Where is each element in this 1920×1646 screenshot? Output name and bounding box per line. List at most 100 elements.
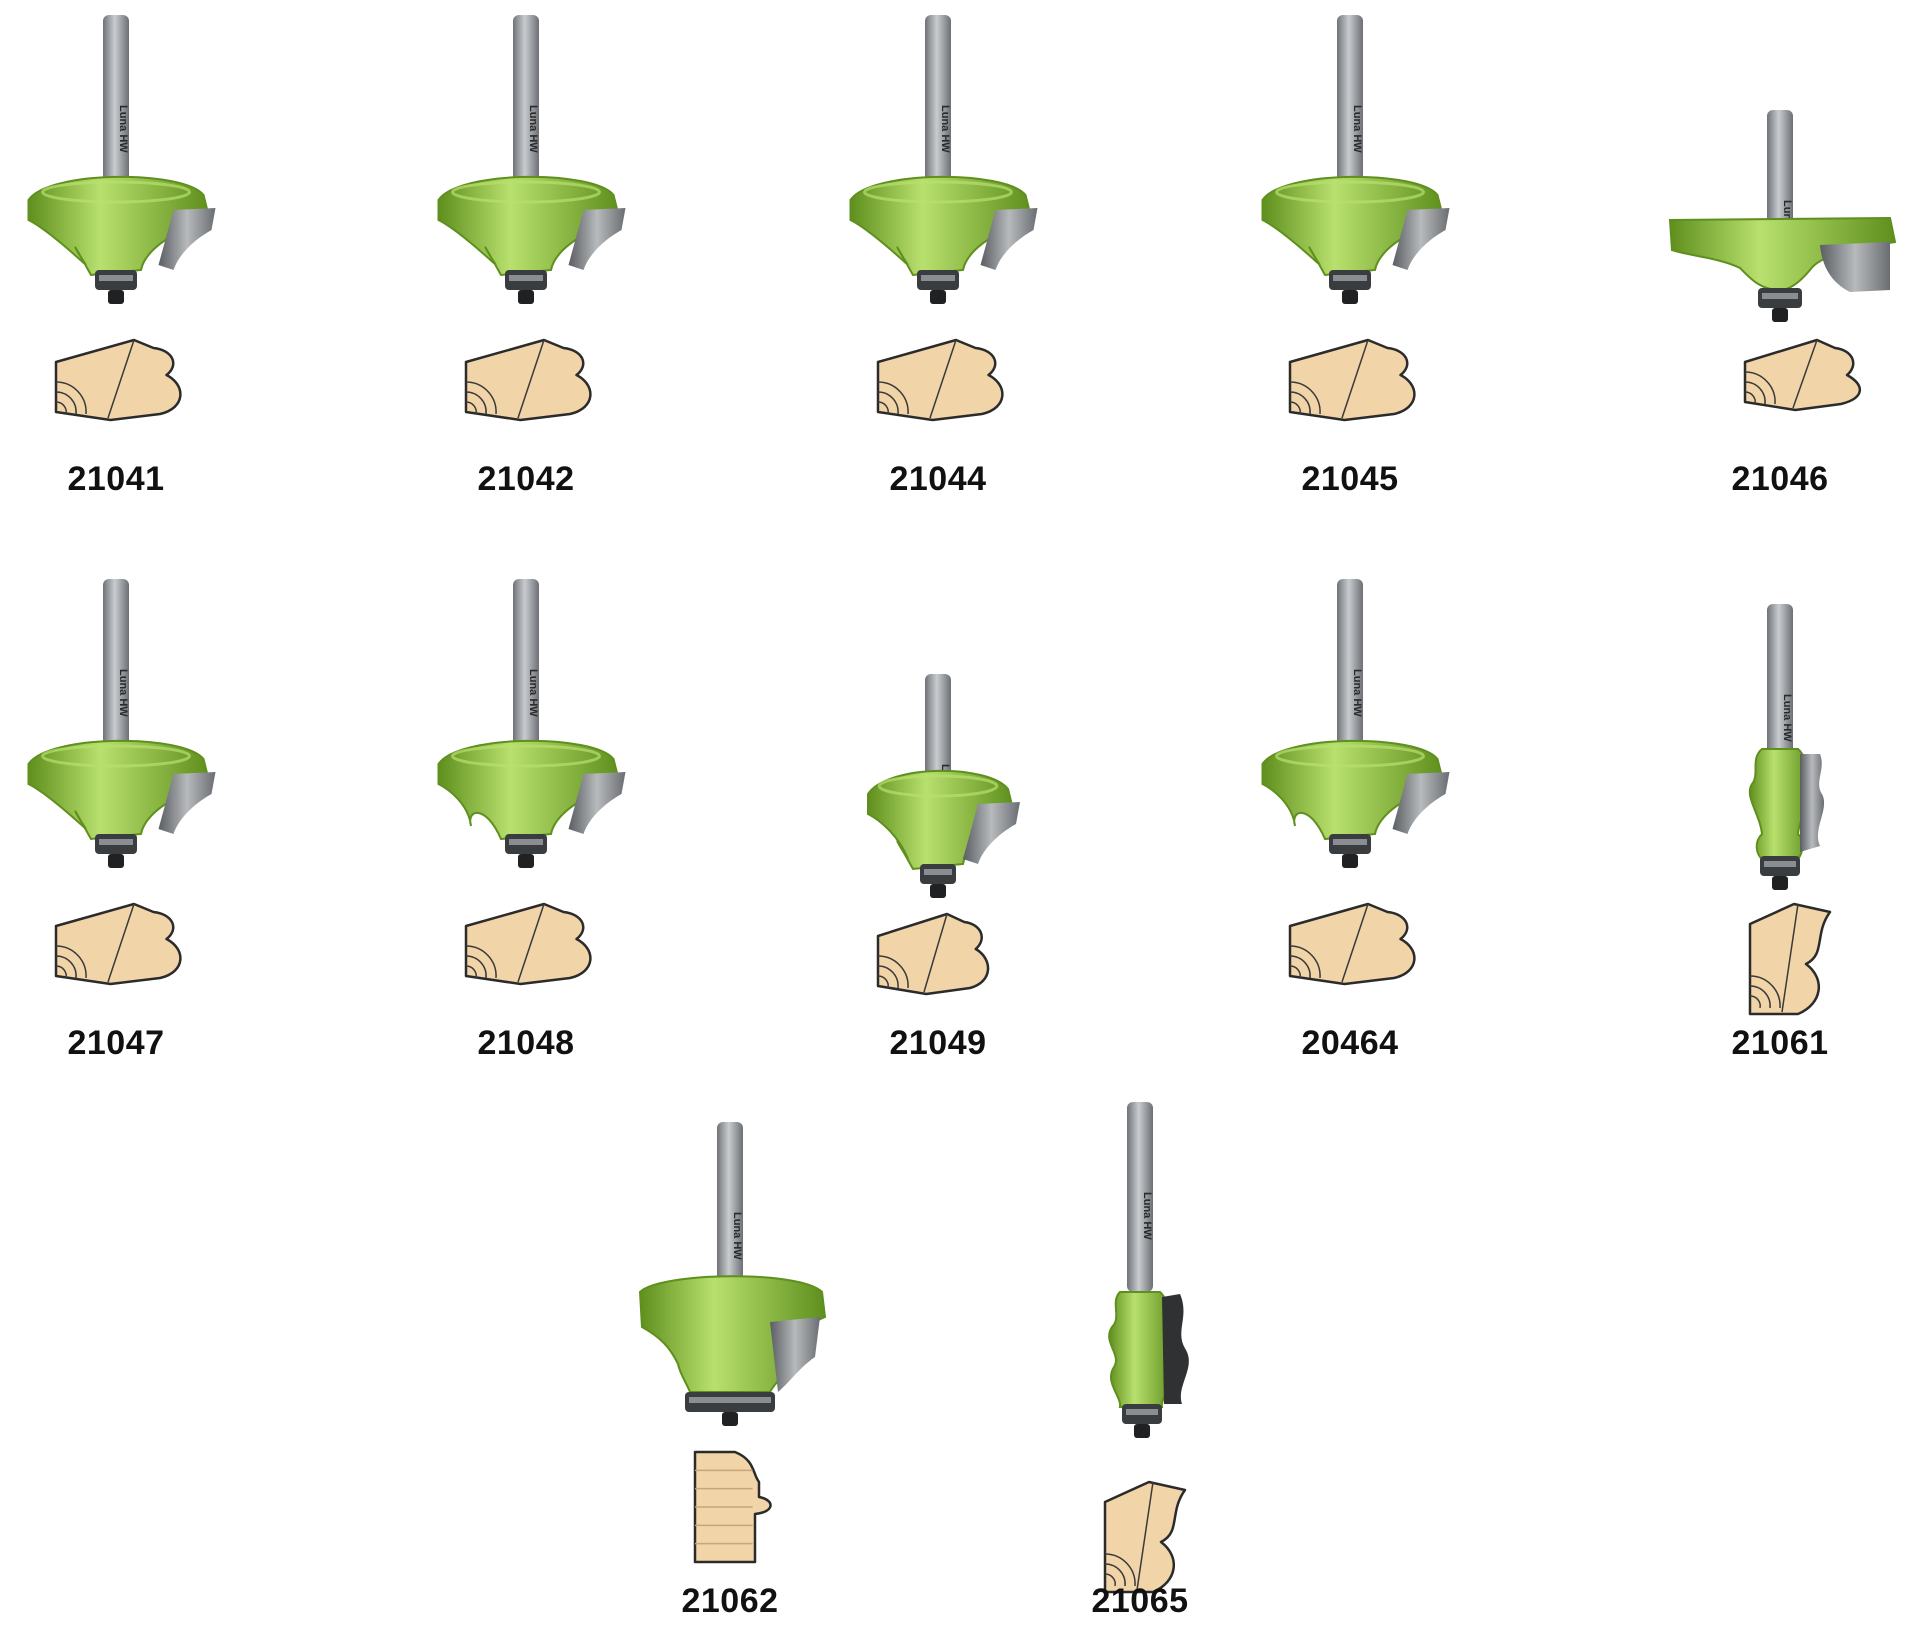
edge-moulding-router-bit-icon: Luna HW	[638, 1122, 827, 1564]
product-item[interactable]: Luna HW 21062	[600, 1122, 860, 1642]
product-item[interactable]: Luna HW 21048	[396, 579, 656, 1084]
shank	[717, 1122, 743, 1302]
edge-moulding-profile	[693, 1450, 772, 1564]
wood-grain	[1104, 1573, 1116, 1587]
product-item[interactable]: Luna HW 20464	[1220, 579, 1480, 1084]
cove-router-bit-icon: Luna HW	[849, 15, 1038, 422]
wood-block	[876, 912, 990, 996]
bearing-bolt	[930, 884, 946, 898]
wood-grain	[1289, 965, 1301, 979]
wood-grain	[55, 965, 67, 979]
cove-bead-profile	[54, 338, 182, 422]
shank	[1767, 110, 1793, 230]
product-item[interactable]: Luna HW 21061	[1650, 584, 1910, 1084]
bearing-bolt	[930, 290, 946, 304]
product-item[interactable]: Luna HW 21065	[1010, 1102, 1270, 1642]
carbide-blade	[158, 772, 216, 834]
wood-grain	[877, 401, 889, 415]
cutter-rim	[1275, 744, 1425, 768]
cutter-rim	[863, 180, 1013, 204]
wood-edge-line	[1341, 903, 1369, 983]
wood-grain	[877, 975, 889, 989]
cutter-rim	[451, 744, 601, 768]
product-item[interactable]: Luna HW 21046	[1650, 20, 1910, 520]
ogee-router-bit-icon: Luna HW	[1261, 15, 1450, 422]
roman-ogee-profile	[464, 338, 592, 422]
small-ogee-router-bit-icon: Luna HW	[867, 674, 1020, 996]
product-code: 21047	[67, 1024, 165, 1062]
tall-moulding-profile	[1748, 902, 1832, 1016]
bearing-ring	[99, 275, 133, 281]
carbide-blade	[963, 802, 1020, 864]
product-code: 21065	[1091, 1582, 1189, 1620]
product-item[interactable]: Luna HW 21044	[808, 15, 1068, 520]
wood-grain	[465, 391, 487, 415]
tall-moulding-router-bit-icon: Luna HW	[1748, 604, 1832, 1016]
bearing-ring	[924, 869, 952, 875]
shank	[1337, 15, 1363, 190]
wood-grain	[465, 401, 477, 415]
product-code: 21049	[889, 1024, 987, 1062]
bearing-bolt	[1134, 1424, 1150, 1438]
ogee-router-bit-icon: Luna HW	[27, 579, 216, 986]
shank	[925, 15, 951, 190]
brand-mark: Luna HW	[731, 1212, 743, 1260]
brand-mark: Luna HW	[1781, 694, 1793, 742]
brand-mark: Luna HW	[1351, 669, 1363, 717]
brand-mark: Luna HW	[527, 105, 539, 153]
bearing-bolt	[108, 854, 124, 868]
shank	[925, 674, 951, 784]
wood-grain	[465, 945, 497, 979]
bearing-bolt	[518, 854, 534, 868]
bearing-ring	[1126, 1409, 1158, 1415]
wood-edge-line	[929, 339, 957, 419]
multi-bead-profile	[1103, 1480, 1187, 1594]
bearing-bolt	[1342, 854, 1358, 868]
wood-grain	[465, 955, 487, 979]
wood-grain	[1744, 381, 1766, 405]
ogee-router-bit-icon: Luna HW	[437, 15, 626, 422]
product-item[interactable]: Luna HW 21049	[808, 584, 1068, 1084]
cutter-rim	[41, 180, 191, 204]
wood-edge-line	[923, 913, 948, 993]
bearing-bolt	[518, 290, 534, 304]
stepped-profile	[464, 902, 592, 986]
product-item[interactable]: Luna HW 21047	[0, 579, 246, 1084]
bearing-ring	[509, 275, 543, 281]
wood-edge-line	[107, 339, 135, 419]
wood-grain	[1749, 995, 1761, 1009]
wood-grain	[877, 391, 899, 415]
wood-grain	[877, 965, 899, 989]
product-code: 21044	[889, 460, 987, 498]
wood-grain	[55, 955, 77, 979]
ogee-profile	[876, 912, 990, 996]
carbide-blade	[1162, 1294, 1189, 1404]
classical-profile	[1288, 902, 1416, 986]
carbide-blade	[1800, 754, 1825, 852]
carbide-blade	[1392, 208, 1450, 270]
ogee-router-bit-icon: Luna HW	[27, 15, 216, 422]
product-item[interactable]: Luna HW 21042	[396, 15, 656, 520]
carbide-blade	[568, 772, 626, 834]
ogee-profile	[54, 902, 182, 986]
carbide-blade	[158, 208, 216, 270]
wood-grain	[55, 381, 87, 415]
shank	[103, 15, 129, 190]
brand-mark: Luna HW	[117, 669, 129, 717]
cove-profile	[876, 338, 1004, 422]
product-item[interactable]: Luna HW 21045	[1220, 15, 1480, 520]
carbide-blade	[568, 208, 626, 270]
cutter-rim	[877, 774, 999, 798]
wood-grain	[1749, 985, 1771, 1009]
product-item[interactable]: Luna HW 21041	[0, 15, 246, 520]
wood-grain	[55, 401, 67, 415]
bearing-ring	[921, 275, 955, 281]
brand-mark: Luna HW	[527, 669, 539, 717]
wood-grain	[1744, 371, 1776, 405]
bearing-bolt	[1342, 290, 1358, 304]
wide-ogee-router-bit-icon: Luna HW	[1668, 110, 1897, 412]
product-code: 21062	[681, 1582, 779, 1620]
bearing-ring	[1764, 861, 1796, 867]
wood-grain	[1104, 1553, 1136, 1587]
wood-grain	[1289, 391, 1311, 415]
